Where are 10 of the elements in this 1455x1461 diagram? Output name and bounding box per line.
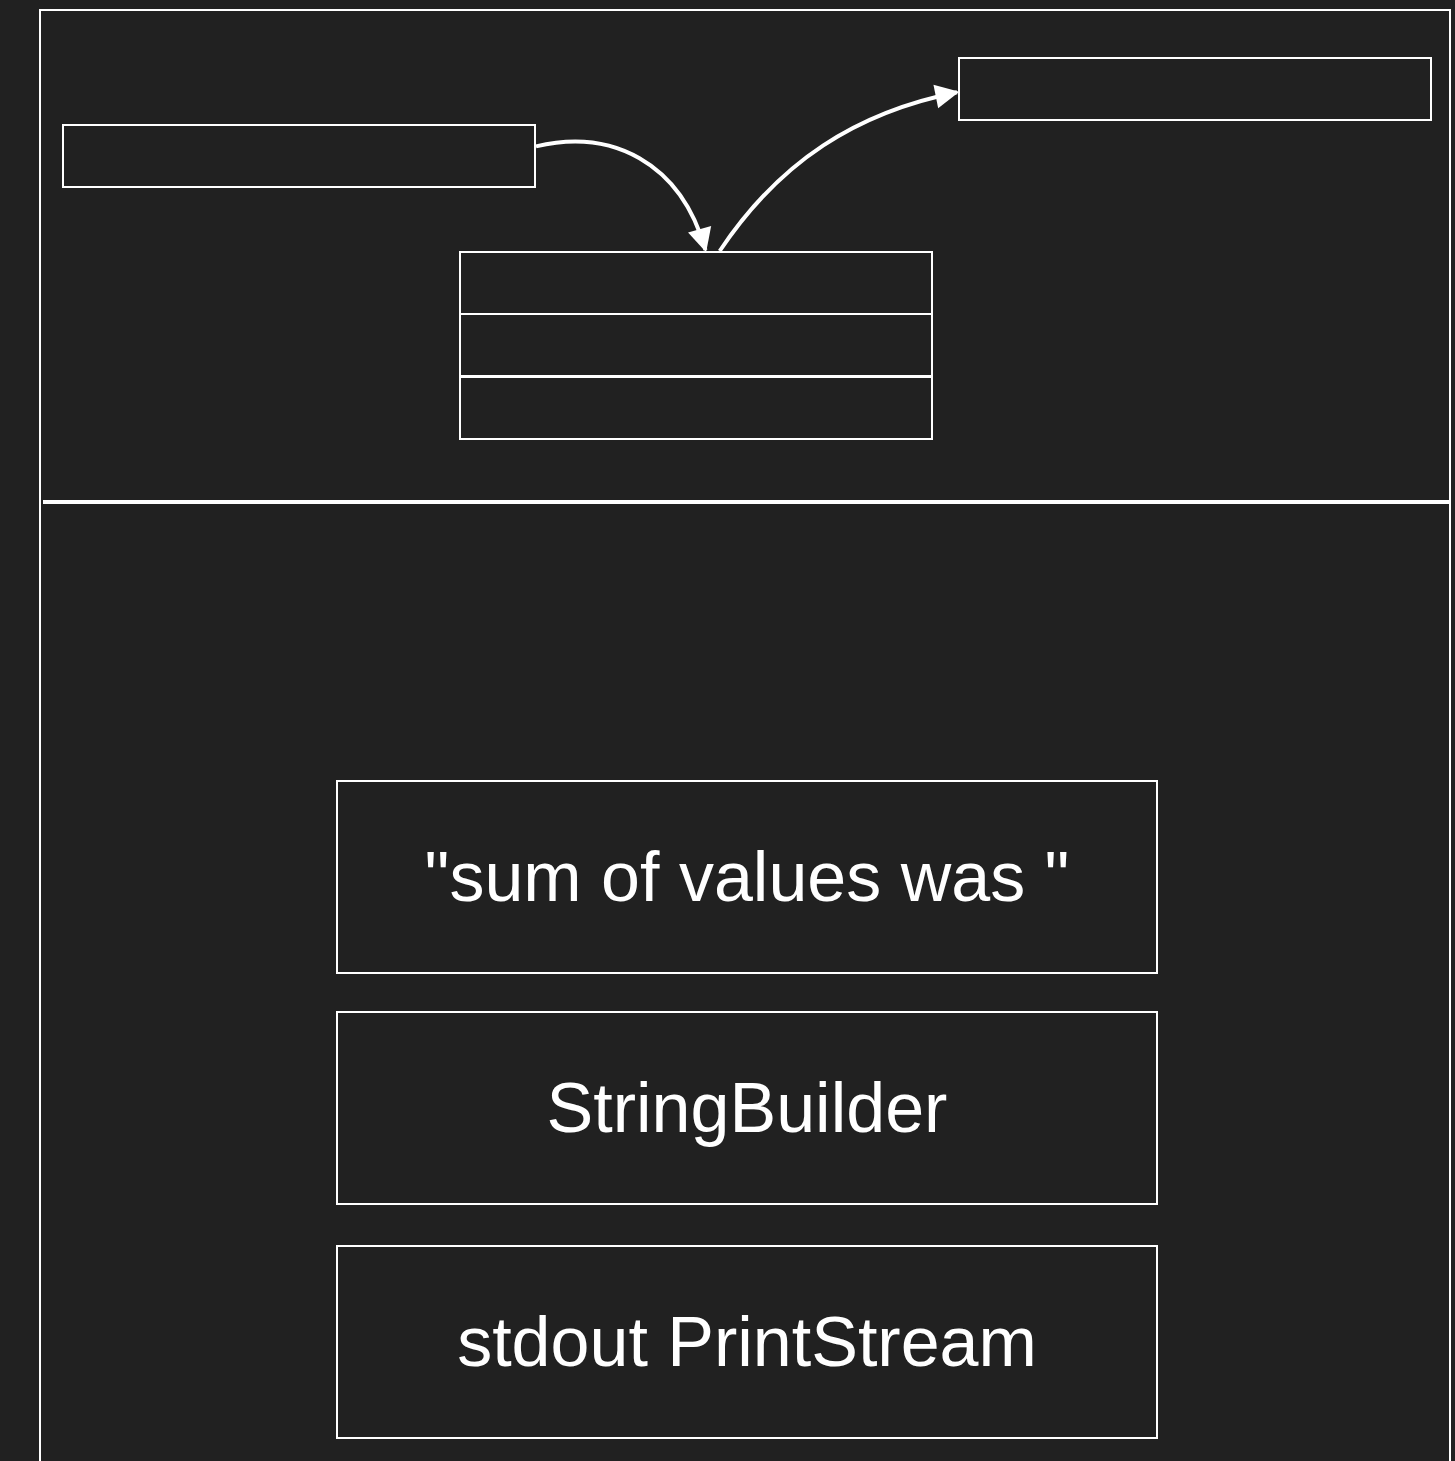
object-box: stdout PrintStream (336, 1245, 1158, 1439)
empty-box (62, 124, 536, 188)
table-row (459, 251, 933, 315)
empty-box (958, 57, 1432, 121)
table-row (459, 376, 933, 440)
arrow (718, 85, 960, 253)
object-box: StringBuilder (336, 1011, 1158, 1205)
arrow (535, 139, 710, 253)
object-box: "sum of values was " (336, 780, 1158, 974)
table-row (459, 313, 933, 377)
